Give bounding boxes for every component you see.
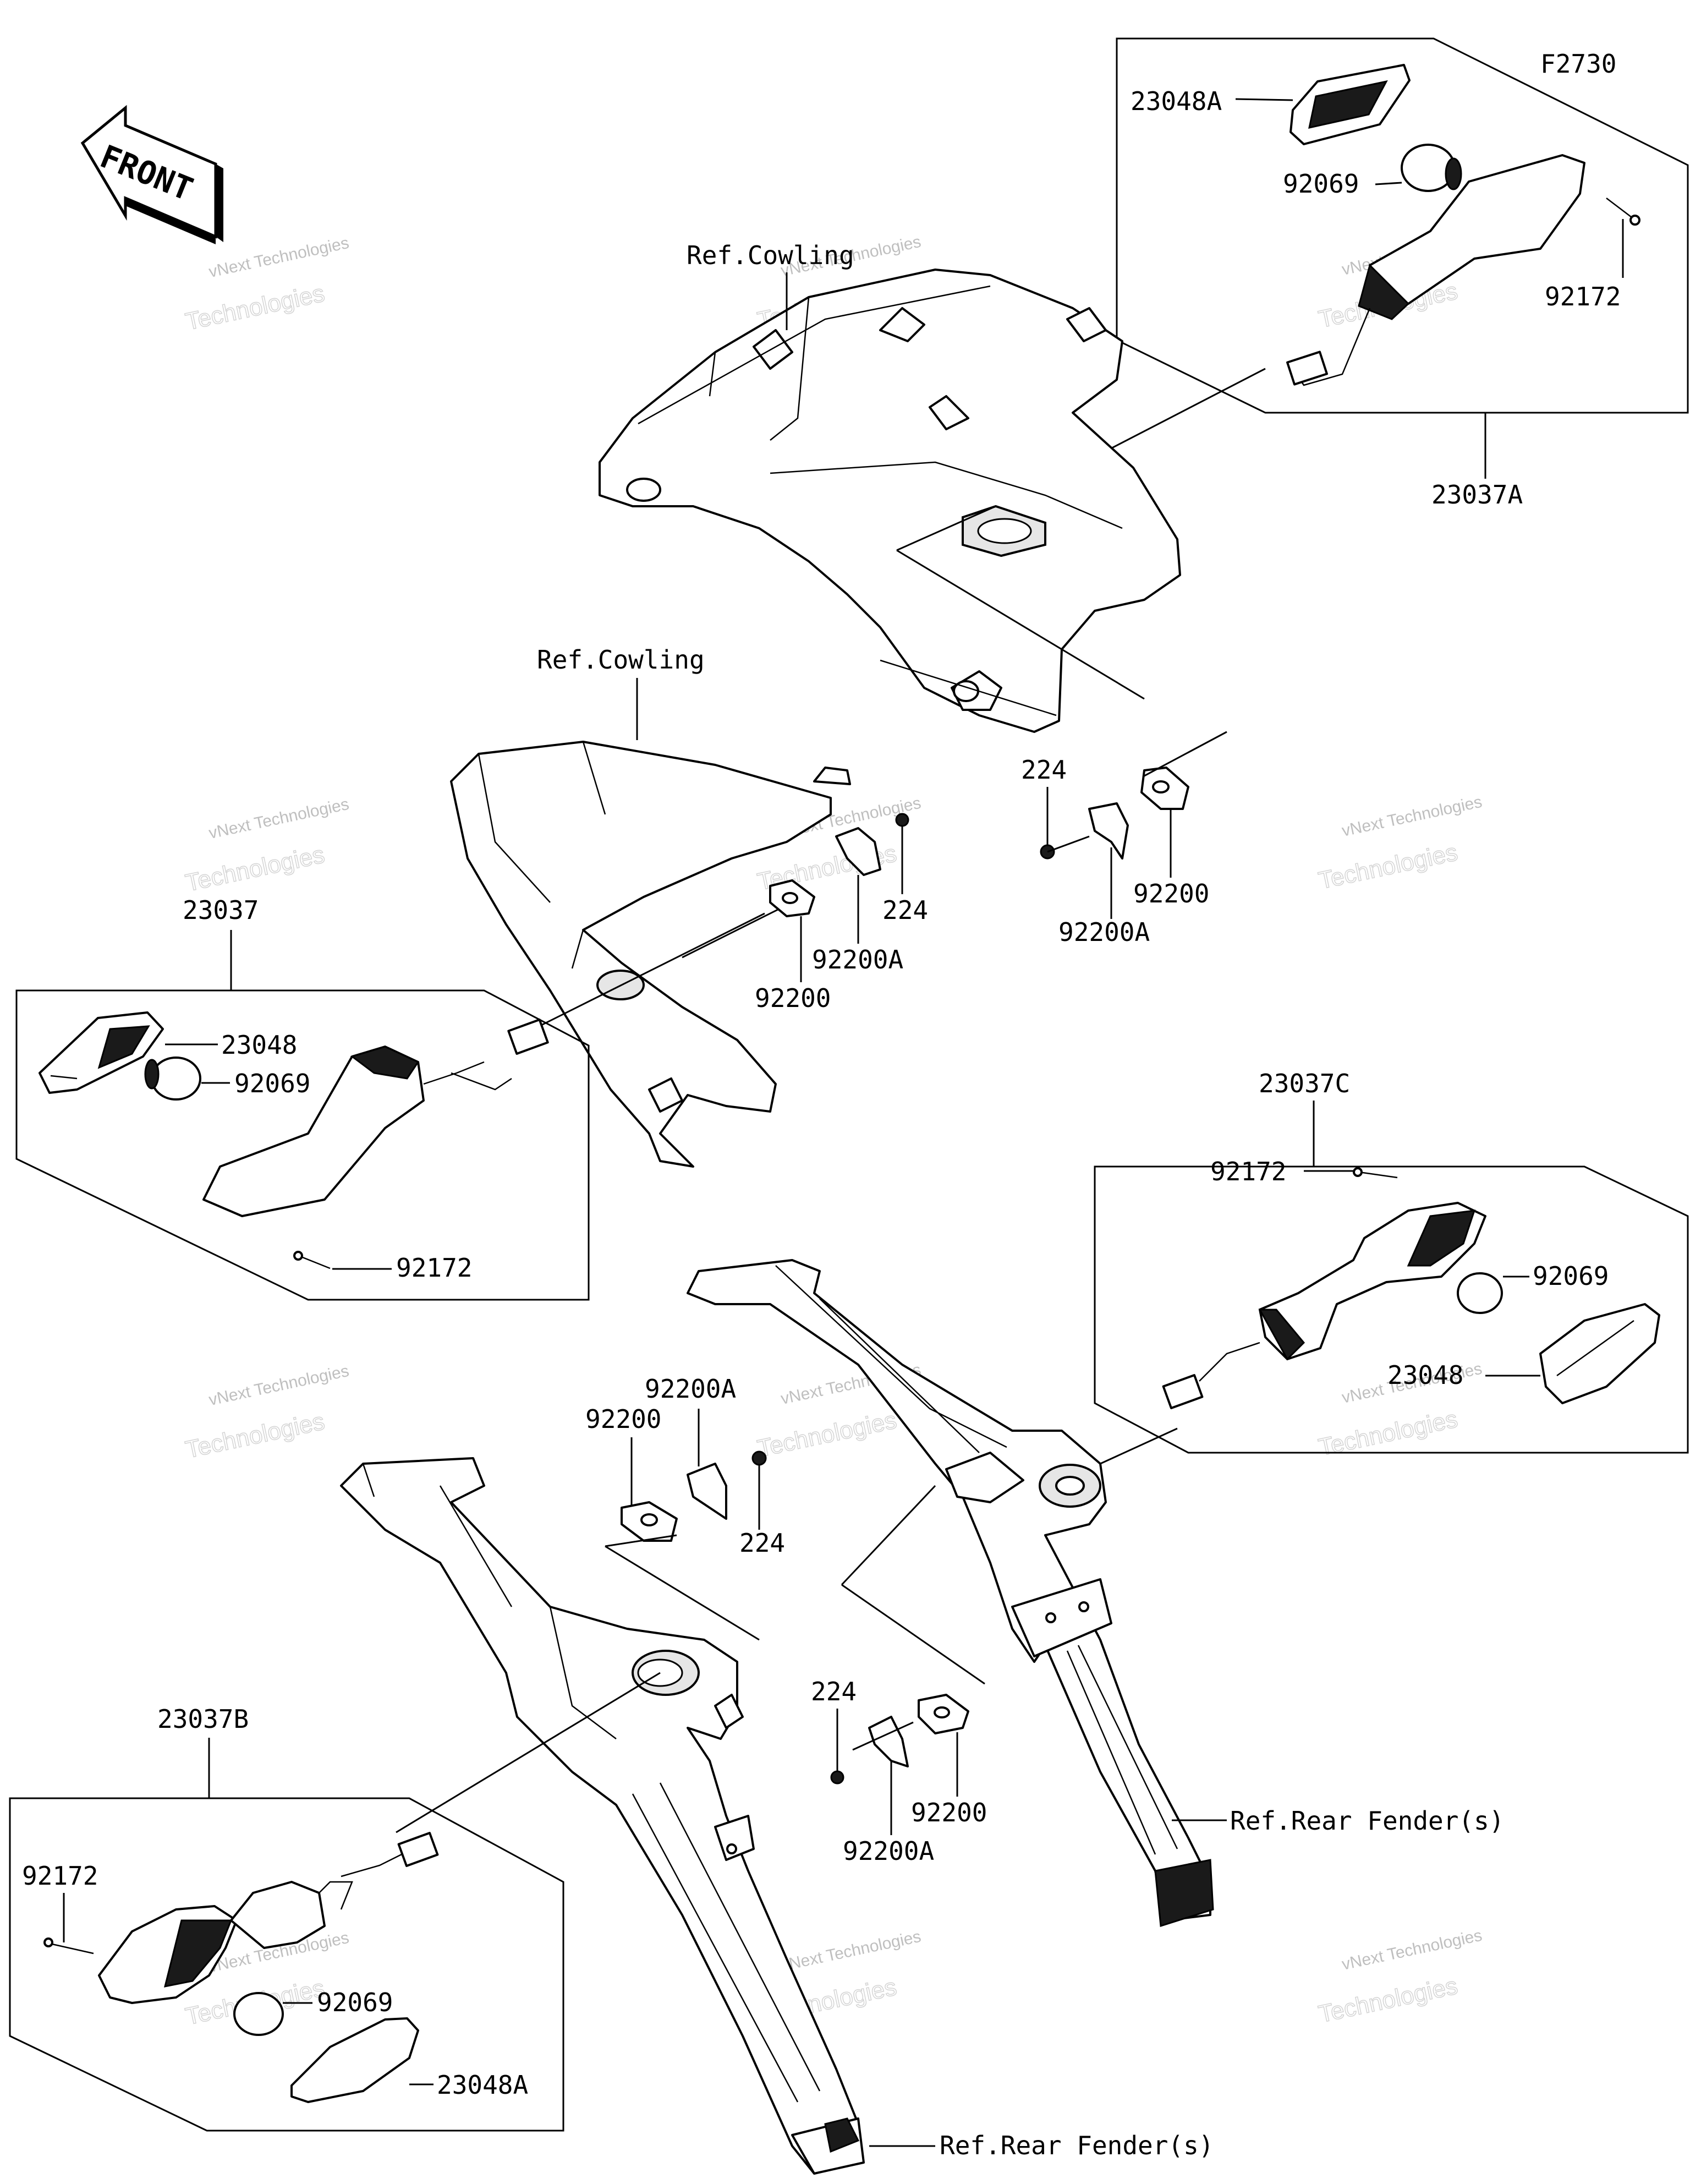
lens-23048a xyxy=(1290,64,1411,145)
part-label-92200a: 92200A xyxy=(843,1836,934,1866)
kit-box-23037b xyxy=(9,1797,564,2132)
part-label-23037a: 23037A xyxy=(1431,480,1523,510)
kit-box-23037 xyxy=(15,989,590,1301)
turn-signal-23037a xyxy=(1286,154,1585,386)
lens-23048 xyxy=(39,1011,164,1094)
ref-rear-fender-right: Ref.Rear Fender(s) xyxy=(1230,1806,1505,1836)
bolt-224-middle xyxy=(895,813,909,827)
part-label-92172: 92172 xyxy=(1545,282,1621,311)
cowling-upper xyxy=(599,269,1181,733)
part-label-224: 224 xyxy=(882,895,928,925)
grommet-92200-lower xyxy=(621,1501,678,1542)
bulb-92069 xyxy=(1401,144,1462,192)
grommet-92200-bottom xyxy=(918,1694,969,1734)
part-label-92200a: 92200A xyxy=(812,945,903,975)
part-label-92200: 92200 xyxy=(585,1404,661,1434)
watermark-text: vNext Technologies xyxy=(1340,793,1484,840)
grommet-92200-middle xyxy=(769,879,815,917)
bulb-92069-lower xyxy=(233,1992,284,2036)
bracket-92200a-middle xyxy=(835,827,881,876)
watermark-text: vNext Technologies xyxy=(1340,1926,1484,1974)
screw-92172 xyxy=(1606,198,1640,226)
bolt-224-bottom xyxy=(830,1770,844,1785)
part-label-224: 224 xyxy=(811,1677,857,1706)
watermark-text: vNext Technologies xyxy=(779,1928,923,1975)
part-label-23037c: 23037C xyxy=(1259,1069,1350,1098)
kit-box-23037c xyxy=(1094,1165,1689,1454)
ref-rear-fender-left: Ref.Rear Fender(s) xyxy=(940,2131,1214,2160)
part-label-92200a: 92200A xyxy=(645,1374,736,1404)
watermark-text: Technologies xyxy=(183,1408,327,1463)
turn-signal-23037 xyxy=(202,1019,549,1217)
part-label-92200: 92200 xyxy=(911,1798,987,1827)
part-label-92069: 92069 xyxy=(1283,169,1359,199)
screw-92172-right xyxy=(1353,1167,1398,1179)
part-label-92200a: 92200A xyxy=(1058,917,1150,947)
screw-92172-lower xyxy=(43,1937,94,1955)
bulb-92069-right xyxy=(1457,1272,1503,1314)
part-label-23048: 23048 xyxy=(1387,1360,1463,1390)
turn-signal-23037b xyxy=(98,1832,439,2004)
part-label-92172: 92172 xyxy=(1210,1157,1286,1186)
screw-92172-left xyxy=(293,1251,331,1269)
bracket-92200a-lower xyxy=(687,1463,727,1520)
front-arrow-icon: FRONT xyxy=(80,105,223,244)
part-label-23048: 23048 xyxy=(221,1030,297,1060)
watermark-text: Technologies xyxy=(183,280,327,335)
part-label-23037b: 23037B xyxy=(157,1704,249,1734)
part-label-23048a: 23048A xyxy=(437,2070,528,2100)
watermark-text: vNext Technologies xyxy=(207,1362,351,1409)
part-label-92200: 92200 xyxy=(755,983,831,1013)
part-label-92069: 92069 xyxy=(317,1988,393,2017)
part-label-92200: 92200 xyxy=(1133,879,1209,908)
watermark-text: Technologies xyxy=(1316,839,1459,894)
part-label-23048a: 23048A xyxy=(1131,86,1222,116)
bolt-224-lower xyxy=(751,1450,767,1466)
part-label-92069: 92069 xyxy=(234,1069,310,1098)
part-label-92172: 92172 xyxy=(396,1253,472,1283)
grommet-92200-right xyxy=(1140,767,1189,810)
watermark-text: Technologies xyxy=(183,841,327,896)
diagram-code: F2730 xyxy=(1540,49,1616,79)
part-label-224: 224 xyxy=(739,1528,785,1558)
turn-signal-23037c xyxy=(1162,1202,1486,1409)
bracket-92200a-bottom xyxy=(868,1716,909,1767)
part-label-92069: 92069 xyxy=(1533,1261,1609,1291)
watermark-text: vNext Technologies xyxy=(207,234,351,281)
cowling-middle xyxy=(450,741,851,1168)
ref-cowling-middle: Ref.Cowling xyxy=(537,645,705,675)
part-label-92172: 92172 xyxy=(22,1861,98,1891)
rear-fender-bracket-left xyxy=(340,1457,865,2175)
watermark-text: vNext Technologies xyxy=(207,795,351,842)
watermark-text: Technologies xyxy=(1316,1972,1459,2028)
lens-23048-right xyxy=(1539,1303,1660,1404)
rear-fender-bracket-right xyxy=(687,1259,1214,1927)
watermark-text: Technologies xyxy=(755,1406,899,1462)
ref-cowling-upper: Ref.Cowling xyxy=(687,240,854,270)
bulb-92069-left xyxy=(144,1057,201,1101)
part-label-23037: 23037 xyxy=(183,895,259,925)
bracket-92200a-right xyxy=(1088,802,1129,860)
lens-23048a-lower xyxy=(290,2017,419,2103)
part-label-224: 224 xyxy=(1021,755,1067,785)
